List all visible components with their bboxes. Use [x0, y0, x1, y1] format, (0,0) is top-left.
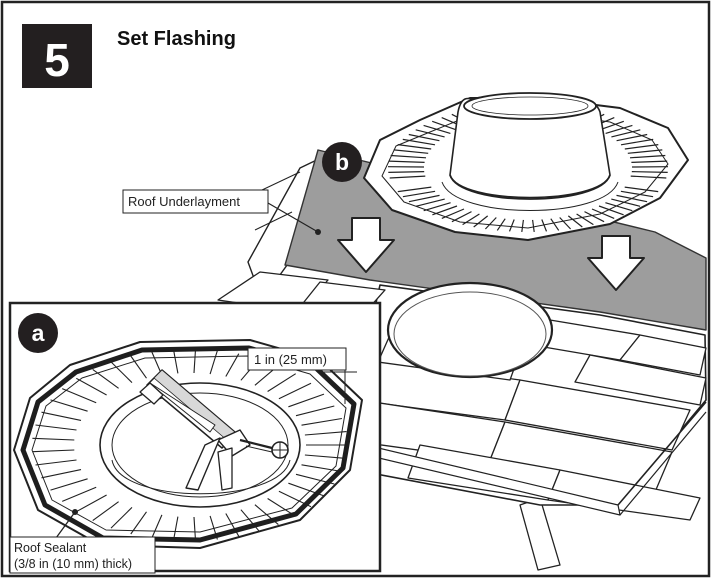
flashing-slot [388, 172, 424, 173]
badge-a-letter: a [32, 320, 45, 346]
flashing-slot [632, 172, 668, 173]
leader-dot [315, 229, 321, 235]
inset-sealant-detail: 1 in (25 mm) Roof Sealant (3/8 in (10 mm… [10, 303, 380, 573]
dimension-label: 1 in (25 mm) [254, 352, 327, 367]
step-badge: 5 [22, 24, 92, 88]
step-number: 5 [44, 34, 70, 86]
badge-b: b [322, 142, 362, 182]
sealant-leader-dot [72, 509, 78, 515]
roof-opening [388, 283, 552, 377]
sealant-label-line2: (3/8 in (10 mm) thick) [14, 557, 132, 571]
step-title: Set Flashing [117, 28, 236, 50]
sealant-label-line1: Roof Sealant [14, 541, 87, 555]
underlayment-callout: Roof Underlayment [123, 190, 268, 213]
badge-b-letter: b [335, 149, 349, 175]
underlayment-label: Roof Underlayment [128, 194, 240, 209]
